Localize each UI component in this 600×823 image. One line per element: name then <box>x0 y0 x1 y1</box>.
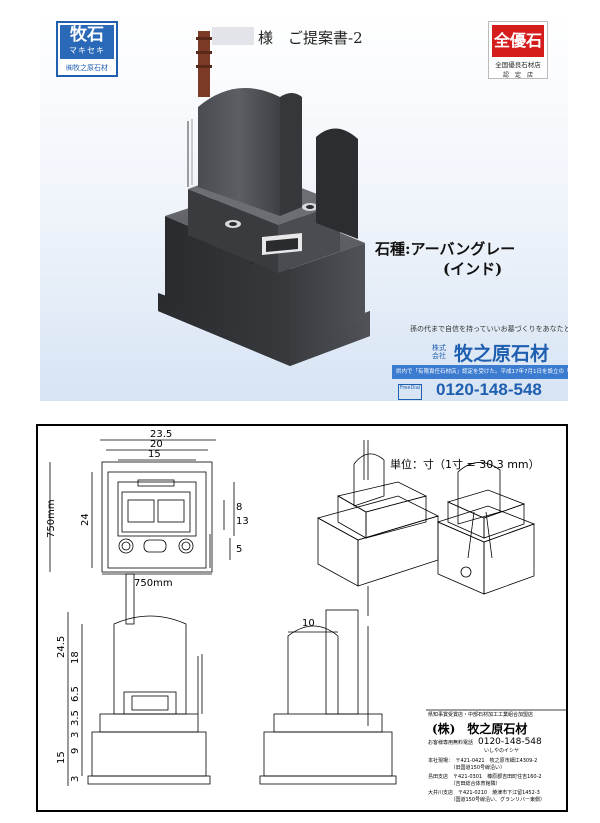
dim-10: 10 <box>302 618 315 629</box>
dim-3-a: 3 <box>70 732 81 738</box>
dim-6-5: 6.5 <box>70 686 81 702</box>
dim-8: 8 <box>236 502 242 513</box>
company-info-row: （国道150号線沿い、グランリバー東側） <box>428 797 546 803</box>
company-info-caption: 県知事賞受賞店・中部石材加工工業組合加盟店 <box>428 712 534 718</box>
unit-note: 単位：寸（1寸 = 30.3 mm） <box>390 458 540 471</box>
dim-18: 18 <box>70 651 81 664</box>
company-slogan: 孫の代まで自信を持っていいお墓づくりをあなたと共に <box>410 325 568 333</box>
dim-13: 13 <box>236 516 249 527</box>
company-info-row: 島田支店 〒421-0301 榛原郡吉田町住吉160-2 <box>428 774 542 780</box>
freedial-logo: FreeDial <box>398 384 422 400</box>
dim-3-5: 3.5 <box>70 710 81 726</box>
kaisha-label: 株式 会社 <box>432 344 446 360</box>
company-info-row: 大井川支店 〒421-0210 焼津市下江留1452-3 <box>428 790 540 796</box>
dim-750mm-v: 750mm <box>46 499 57 538</box>
dim-3-b: 3 <box>70 776 81 782</box>
dim-24: 24 <box>80 513 91 526</box>
company-info-row: （吉田総合体育館隣） <box>428 781 501 787</box>
company-info-name: (株) 牧之原石材 <box>432 722 528 736</box>
stone-type-line1: 石種:アーバングレー <box>375 240 516 258</box>
company-info-row: 本社現場： 〒421-0421 牧之原市細江4309-2 <box>428 758 538 764</box>
stone-type-label: 石種:アーバングレー (インド) <box>375 239 515 279</box>
redacted-name <box>212 27 254 45</box>
dim-9: 9 <box>70 748 81 754</box>
zenyuseki-main: 全優石 <box>492 25 544 57</box>
technical-drawing: 23.5 20 15 8 13 5 750mm 24.5 18 3.5 6.5 … <box>46 429 566 786</box>
zenyuseki-line3: 認 定 店 <box>502 72 533 79</box>
dim-15-v: 15 <box>56 751 67 764</box>
company-info-tel: 0120-148-548 <box>478 737 542 747</box>
logo-main-text: 牧石 <box>70 25 104 45</box>
company-info-block: 県知事賞受賞店・中部石材加工工業組合加盟店 (株) 牧之原石材 お客様専用無料電… <box>426 712 566 810</box>
company-ad-block: 孫の代まで自信を持っていいお墓づくりをあなたと共に 株式 会社 牧之原石材 県内… <box>392 324 568 401</box>
technical-drawing-panel: 23.5 20 15 8 13 5 750mm 24.5 18 3.5 6.5 … <box>36 424 568 812</box>
logo-sub-text: ㈱牧之原石材 <box>66 64 108 72</box>
dim-23-5: 23.5 <box>150 429 172 440</box>
dim-15: 15 <box>148 449 161 460</box>
makiseki-logo: 牧石 マキセキ ㈱牧之原石材 <box>56 21 118 77</box>
proposal-title: 様 ご提案書-2 <box>258 29 363 47</box>
dim-5: 5 <box>236 544 242 555</box>
company-info-tel-note: いしやのイシヤ <box>484 748 519 754</box>
grave-3d-image <box>158 31 370 366</box>
company-info-row: （旧国道150号線沿い） <box>428 765 506 771</box>
stone-type-line2: (インド) <box>443 260 503 278</box>
company-band-text: 県内で「有限責任石材店」認定を受けた。平成17年7月1日を設立の「株式会社牧之原… <box>392 365 568 379</box>
company-phone: 0120-148-548 <box>436 380 542 399</box>
dim-24-5: 24.5 <box>56 636 67 658</box>
logo-top: 牧石 マキセキ <box>60 25 114 59</box>
grave-render-panel: 牧石 マキセキ ㈱牧之原石材 様 ご提案書-2 全優石 全国優良石材店 認 定 … <box>40 11 568 401</box>
zenyuseki-logo: 全優石 全国優良石材店 認 定 店 <box>488 21 548 79</box>
company-name: 牧之原石材 <box>454 343 550 365</box>
dim-750mm-h: 750mm <box>134 578 173 589</box>
zenyuseki-line2: 全国優良石材店 <box>495 61 541 69</box>
company-info-tel-caption: お客様専用無料電話 <box>428 740 474 746</box>
logo-kana-text: マキセキ <box>69 46 105 55</box>
dim-20: 20 <box>150 439 163 450</box>
